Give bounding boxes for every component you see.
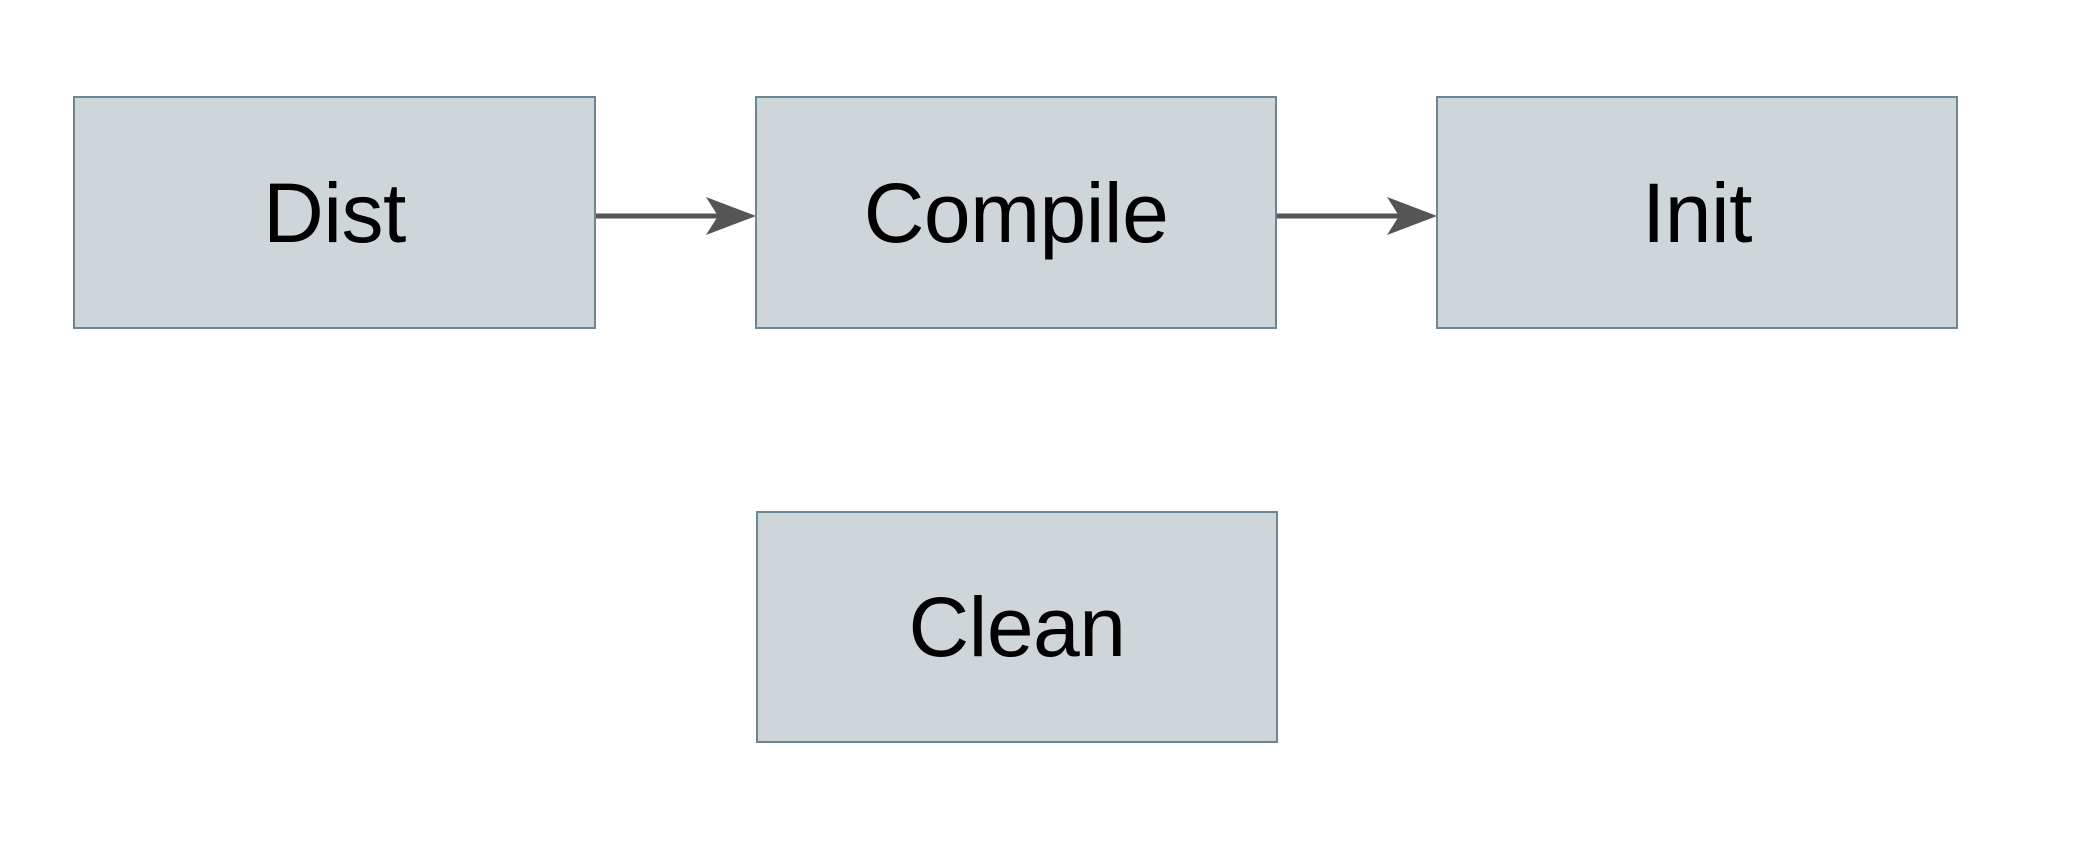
diagram-node-compile[interactable]: Compile	[755, 96, 1277, 329]
diagram-node-compile-label: Compile	[863, 165, 1169, 260]
diagram-edge-dist-to-compile[interactable]	[596, 190, 756, 242]
diagram-node-init-label: Init	[1641, 165, 1753, 260]
diagram-node-dist-label: Dist	[263, 165, 406, 260]
diagram-node-clean-label: Clean	[908, 580, 1126, 674]
diagram-node-clean[interactable]: Clean	[756, 511, 1278, 743]
diagram-node-init[interactable]: Init	[1436, 96, 1958, 329]
diagram-edge-compile-to-init[interactable]	[1277, 190, 1437, 242]
diagram-node-dist[interactable]: Dist	[73, 96, 596, 329]
